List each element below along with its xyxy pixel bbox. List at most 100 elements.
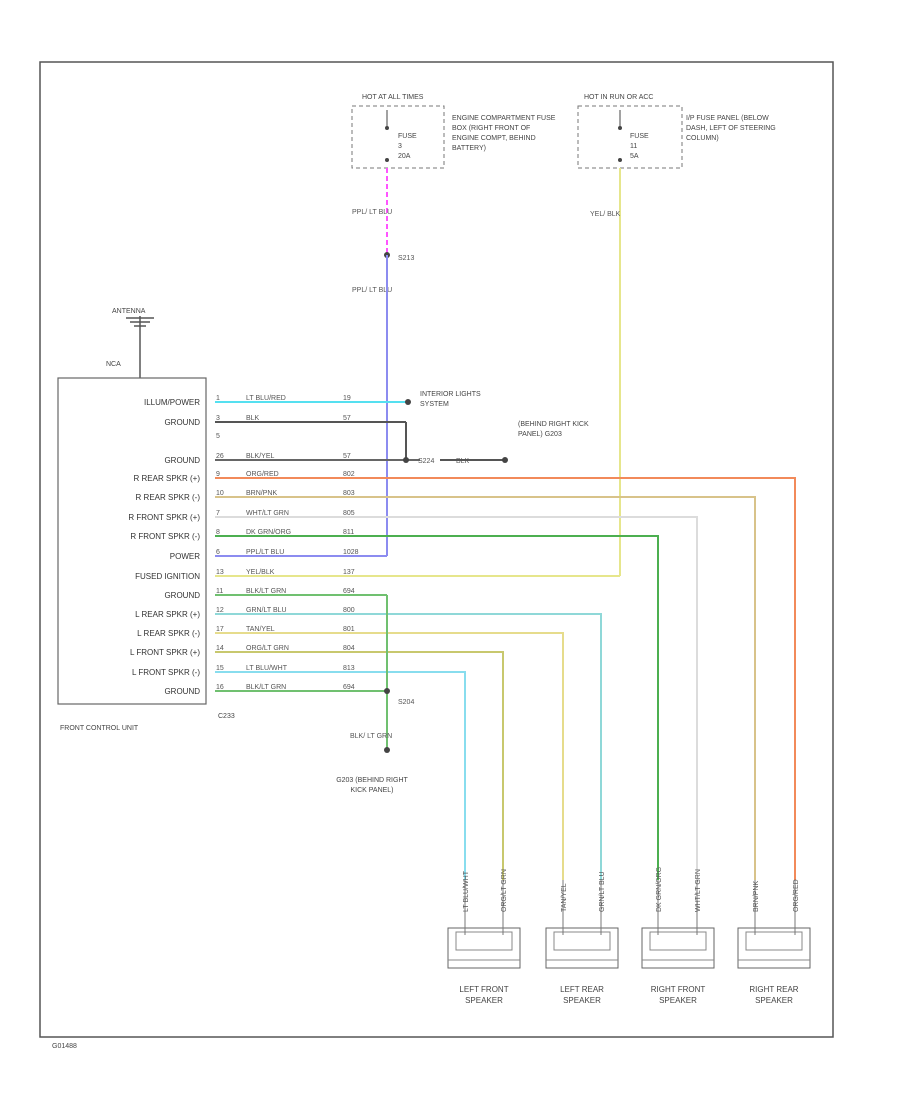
pin-function-label: GROUND (164, 591, 200, 600)
pin-wire-color-label: BRN/PNK (246, 490, 277, 497)
pin-number-label: 15 (216, 665, 224, 672)
pin-function-label: ILLUM/POWER (144, 398, 200, 407)
pin-wire-color-label: BLK/LT GRN (246, 684, 286, 691)
speaker-3: DK GRN/ORG WHT/LT GRN RIGHT FRONT SPEAKER (641, 867, 715, 1005)
speaker-cone (553, 931, 611, 951)
pin-number-label: 1 (216, 395, 220, 402)
pin-number-label: 11 (216, 588, 223, 595)
wire-label-blk-small: BLK (456, 458, 470, 465)
pin-number-label: 7 (216, 510, 220, 517)
splice-s213-label: S213 (398, 255, 414, 262)
pin-circuit-number: 137 (343, 569, 355, 576)
pin-circuit-number: 813 (343, 665, 355, 672)
wire-wht-lt-grn (215, 516, 698, 880)
pin-wire-color-label: BLK/LT GRN (246, 588, 286, 595)
pin-number-label: 17 (216, 626, 224, 633)
pin-circuit-number: 694 (343, 684, 355, 691)
pin-function-label: POWER (170, 552, 200, 561)
engine-fuse-box-description: ENGINE COMPARTMENT FUSE BOX (RIGHT FRONT… (452, 115, 556, 152)
fuse-11-name: FUSE (630, 133, 649, 140)
footer-code: G01488 (52, 1043, 77, 1050)
pin-wire-color-label: GRN/LT BLU (246, 607, 287, 614)
fuse-block-hot-run-acc: HOT IN RUN OR ACC FUSE 11 5A I/P FUSE PA… (577, 94, 776, 169)
pin-number-label: 3 (216, 415, 220, 422)
speaker-name-label: RIGHT REAR SPEAKER (749, 985, 799, 1005)
wire-tan-yel (215, 632, 564, 880)
pin-wire-color-label: WHT/LT GRN (246, 510, 289, 517)
pin-number-label: 26 (216, 453, 224, 460)
pin-number-label: 5 (216, 433, 220, 440)
pin-function-label: GROUND (164, 456, 200, 465)
pin-circuit-number: 811 (343, 529, 354, 536)
pin-circuit-number: 1028 (343, 549, 359, 556)
speaker-wire-label: DK GRN/ORG (656, 867, 663, 912)
wire-label-blk-lt-grn: BLK/ LT GRN (350, 733, 392, 740)
ground-g203-bottom-dot (384, 747, 390, 753)
pin-wire-color-label: ORG/LT GRN (246, 645, 289, 652)
pin-function-label: L REAR SPKR (+) (135, 610, 200, 619)
antenna-connector-label: NCA (106, 361, 121, 368)
pin-wire-color-label: BLK/YEL (246, 453, 275, 460)
fuse-11-amperage: 5A (630, 153, 639, 160)
front-control-unit-box (57, 377, 207, 705)
speaker-wire-label: TAN/YEL (561, 883, 568, 912)
pin-wire-color-label: TAN/YEL (246, 626, 275, 633)
pin-circuit-number: 803 (343, 490, 355, 497)
pin-number-label: 12 (216, 607, 224, 614)
pin-circuit-number: 57 (343, 415, 351, 422)
splice-ground-dot (403, 457, 409, 463)
pin-wire-color-label: BLK (246, 415, 260, 422)
pin-wire-color-label: YEL/BLK (246, 569, 275, 576)
speaker-cone (745, 931, 803, 951)
pin-number-label: 16 (216, 684, 224, 691)
hot-run-acc-label: HOT IN RUN OR ACC (584, 94, 654, 101)
pin-wire-color-label: LT BLU/RED (246, 395, 286, 402)
speaker-wire-label: LT BLU/WHT (463, 870, 470, 912)
fuse-block-hot-all-times: HOT AT ALL TIMES FUSE 3 20A ENGINE COMPA… (351, 94, 556, 169)
speaker-wire-label: WHT/LT GRN (695, 869, 702, 912)
hot-all-times-label: HOT AT ALL TIMES (362, 94, 424, 101)
fuse-3-name: FUSE (398, 133, 417, 140)
speaker-wire-label: BRN/PNK (753, 881, 760, 912)
pin-number-label: 9 (216, 471, 220, 478)
pin-number-label: 6 (216, 549, 220, 556)
splice-s224-label: S224 (418, 458, 434, 465)
pin-function-label: R FRONT SPKR (-) (130, 532, 200, 541)
fuse-3-number: 3 (398, 143, 402, 150)
antenna-label: ANTENNA (112, 308, 146, 315)
speaker-name-label: LEFT REAR SPEAKER (560, 985, 604, 1005)
pin-circuit-number: 801 (343, 626, 355, 633)
pin-wire-color-label: ORG/RED (246, 471, 279, 478)
pin-function-label: FUSED IGNITION (135, 572, 200, 581)
pin-function-label: R FRONT SPKR (+) (128, 513, 200, 522)
connector-c233-label: C233 (218, 713, 235, 720)
pin-function-label: R REAR SPKR (+) (134, 474, 201, 483)
pin-circuit-number: 802 (343, 471, 355, 478)
pin-circuit-number: 804 (343, 645, 355, 652)
wire-label-ppl-lt-blu-top: PPL/ LT BLU (352, 209, 392, 216)
pin-number-label: 10 (216, 490, 224, 497)
speaker-name-label: RIGHT FRONT SPEAKER (650, 985, 706, 1005)
speaker-wire-label: ORG/LT GRN (501, 869, 508, 912)
wire-org-red (215, 477, 796, 880)
wire-grn-lt-blu (215, 613, 602, 880)
ground-g203-bottom-label: G203 (BEHIND RIGHT KICK PANEL) (336, 777, 408, 794)
ground-g203-dot (502, 457, 508, 463)
interior-lights-label: INTERIOR LIGHTS SYSTEM (420, 391, 481, 408)
pin-circuit-number: 19 (343, 395, 351, 402)
pin-function-label: L REAR SPKR (-) (137, 629, 200, 638)
interior-lights-dot (405, 399, 411, 405)
pin-number-label: 8 (216, 529, 220, 536)
pin-circuit-number: 805 (343, 510, 355, 517)
pin-function-label: GROUND (164, 687, 200, 696)
pin-function-label: L FRONT SPKR (-) (132, 668, 200, 677)
pin-wire-color-label: PPL/LT BLU (246, 549, 284, 556)
ground-g203-label: (BEHIND RIGHT KICK PANEL) G203 (518, 421, 589, 438)
pin-wire-color-label: DK GRN/ORG (246, 529, 291, 536)
pin-number-label: 13 (216, 569, 224, 576)
ip-fuse-panel-description: I/P FUSE PANEL (BELOW DASH, LEFT OF STEE… (686, 115, 776, 142)
